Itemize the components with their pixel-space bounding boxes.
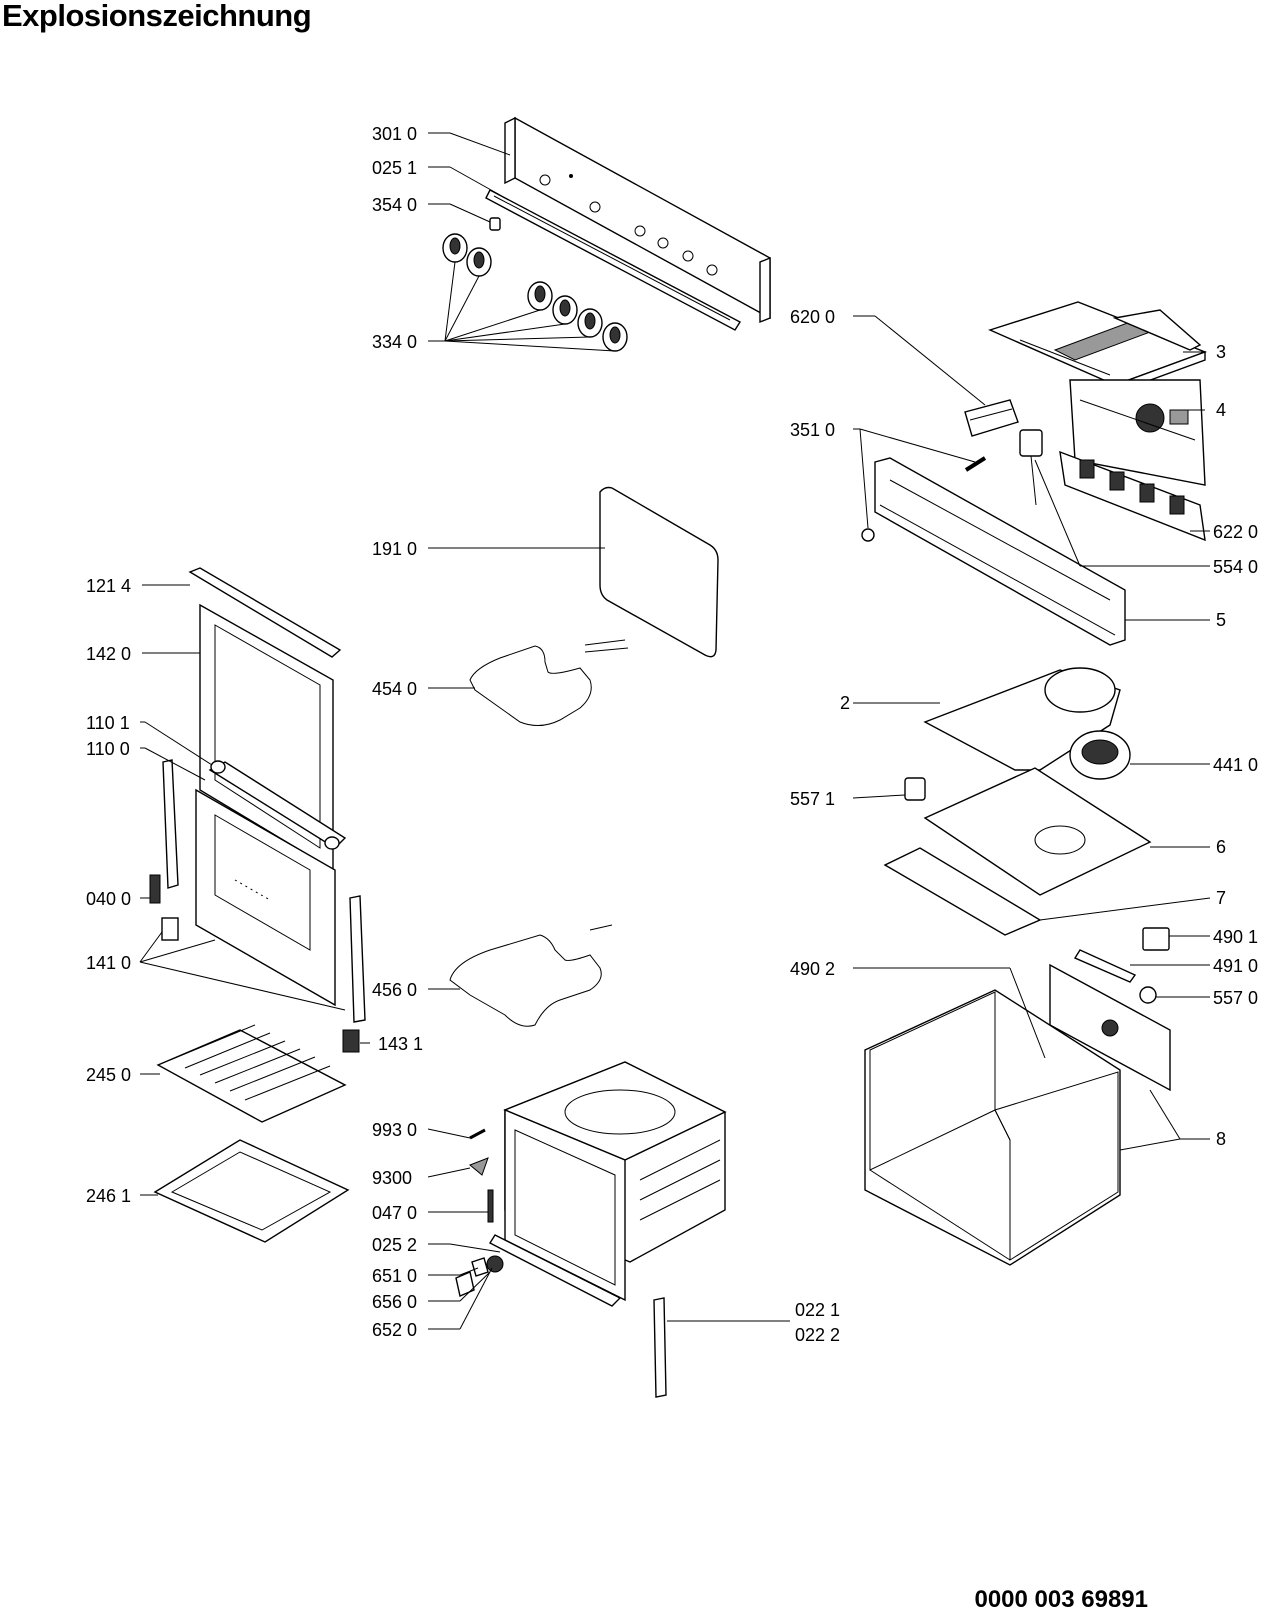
callout-label: 993 0 [372, 1120, 417, 1140]
callout-label: 652 0 [372, 1320, 417, 1340]
callout-label: 620 0 [790, 307, 835, 327]
callout-label: 047 0 [372, 1203, 417, 1223]
callout-label: 651 0 [372, 1266, 417, 1286]
door-seal-part [599, 486, 719, 658]
callout-label: 143 1 [378, 1034, 423, 1054]
callout-label: 3 [1216, 342, 1226, 362]
callout-label: 557 1 [790, 789, 835, 809]
callout-label: 554 0 [1213, 557, 1258, 577]
callout-label: 142 0 [86, 644, 131, 664]
wire-rack-part [156, 1024, 347, 1123]
inner-door-part [195, 788, 336, 1007]
thermostat-part [1019, 429, 1043, 506]
rear-components-part [1031, 927, 1171, 1092]
baking-tray-part [153, 1139, 350, 1243]
top-heating-element-part [469, 639, 629, 726]
callout-label: 2 [840, 693, 850, 713]
terminal-block-part [964, 399, 1019, 437]
front-frame-part [861, 457, 1126, 646]
safety-thermostat-part [904, 777, 926, 801]
callout-label: 5 [1216, 610, 1226, 630]
callout-label: 6 [1216, 837, 1226, 857]
callout-label: 456 0 [372, 980, 417, 1000]
indicator-lamp-part [489, 217, 501, 231]
oven-cavity-part [503, 1061, 727, 1302]
callout-label: 040 0 [86, 889, 131, 909]
shaft-part [964, 456, 987, 472]
callout-label: 025 2 [372, 1235, 417, 1255]
callout-label: 9300 [372, 1168, 412, 1188]
callout-label: 110 1 [86, 713, 130, 733]
callout-label: 7 [1216, 888, 1226, 908]
callout-label: 141 0 [86, 953, 131, 973]
callout-label: 246 1 [86, 1186, 131, 1206]
callout-labels: 301 0 025 1 354 0 334 0 620 0 3 4 351 0 … [86, 124, 1258, 1345]
bottom-heating-element-part [449, 924, 613, 1027]
hinge-cover-part [208, 760, 347, 850]
callout-label: 351 0 [790, 420, 835, 440]
callout-label: 441 0 [1213, 755, 1258, 775]
panel-rail-part [485, 189, 741, 331]
callout-label: 110 0 [86, 739, 130, 759]
callout-label: 301 0 [372, 124, 417, 144]
callout-label: 656 0 [372, 1292, 417, 1312]
control-panel-part [504, 116, 771, 324]
page-title: Explosionszeichnung [2, 0, 312, 33]
outer-casing-part [864, 989, 1121, 1266]
callout-label: 8 [1216, 1129, 1226, 1149]
door-handle-part [188, 567, 342, 658]
callout-label: 191 0 [372, 539, 417, 559]
callout-label: 4 [1216, 400, 1226, 420]
callout-label: 490 2 [790, 959, 835, 979]
callout-label: 245 0 [86, 1065, 131, 1085]
callout-label: 025 1 [372, 158, 417, 178]
fan-motor-part [1069, 730, 1131, 780]
fan-cover-part [923, 667, 1121, 771]
document-number: 0000 003 69891 [974, 1586, 1148, 1613]
callout-label: 622 0 [1213, 522, 1258, 542]
callout-label: 121 4 [86, 576, 131, 596]
callout-label: 354 0 [372, 195, 417, 215]
rear-bracket-part [1069, 379, 1206, 486]
callout-label: 557 0 [1213, 988, 1258, 1008]
cavity-fittings-part [455, 1128, 667, 1398]
callout-label: 022 2 [795, 1325, 840, 1345]
callout-label: 491 0 [1213, 956, 1258, 976]
callout-label: 334 0 [372, 332, 417, 352]
cooling-plate-part [923, 767, 1152, 896]
callout-label: 454 0 [372, 679, 417, 699]
callout-label: 022 1 [795, 1300, 840, 1320]
callout-label: 490 1 [1213, 927, 1258, 947]
leader-lines [139, 132, 1211, 1330]
switches-part [1059, 450, 1206, 542]
